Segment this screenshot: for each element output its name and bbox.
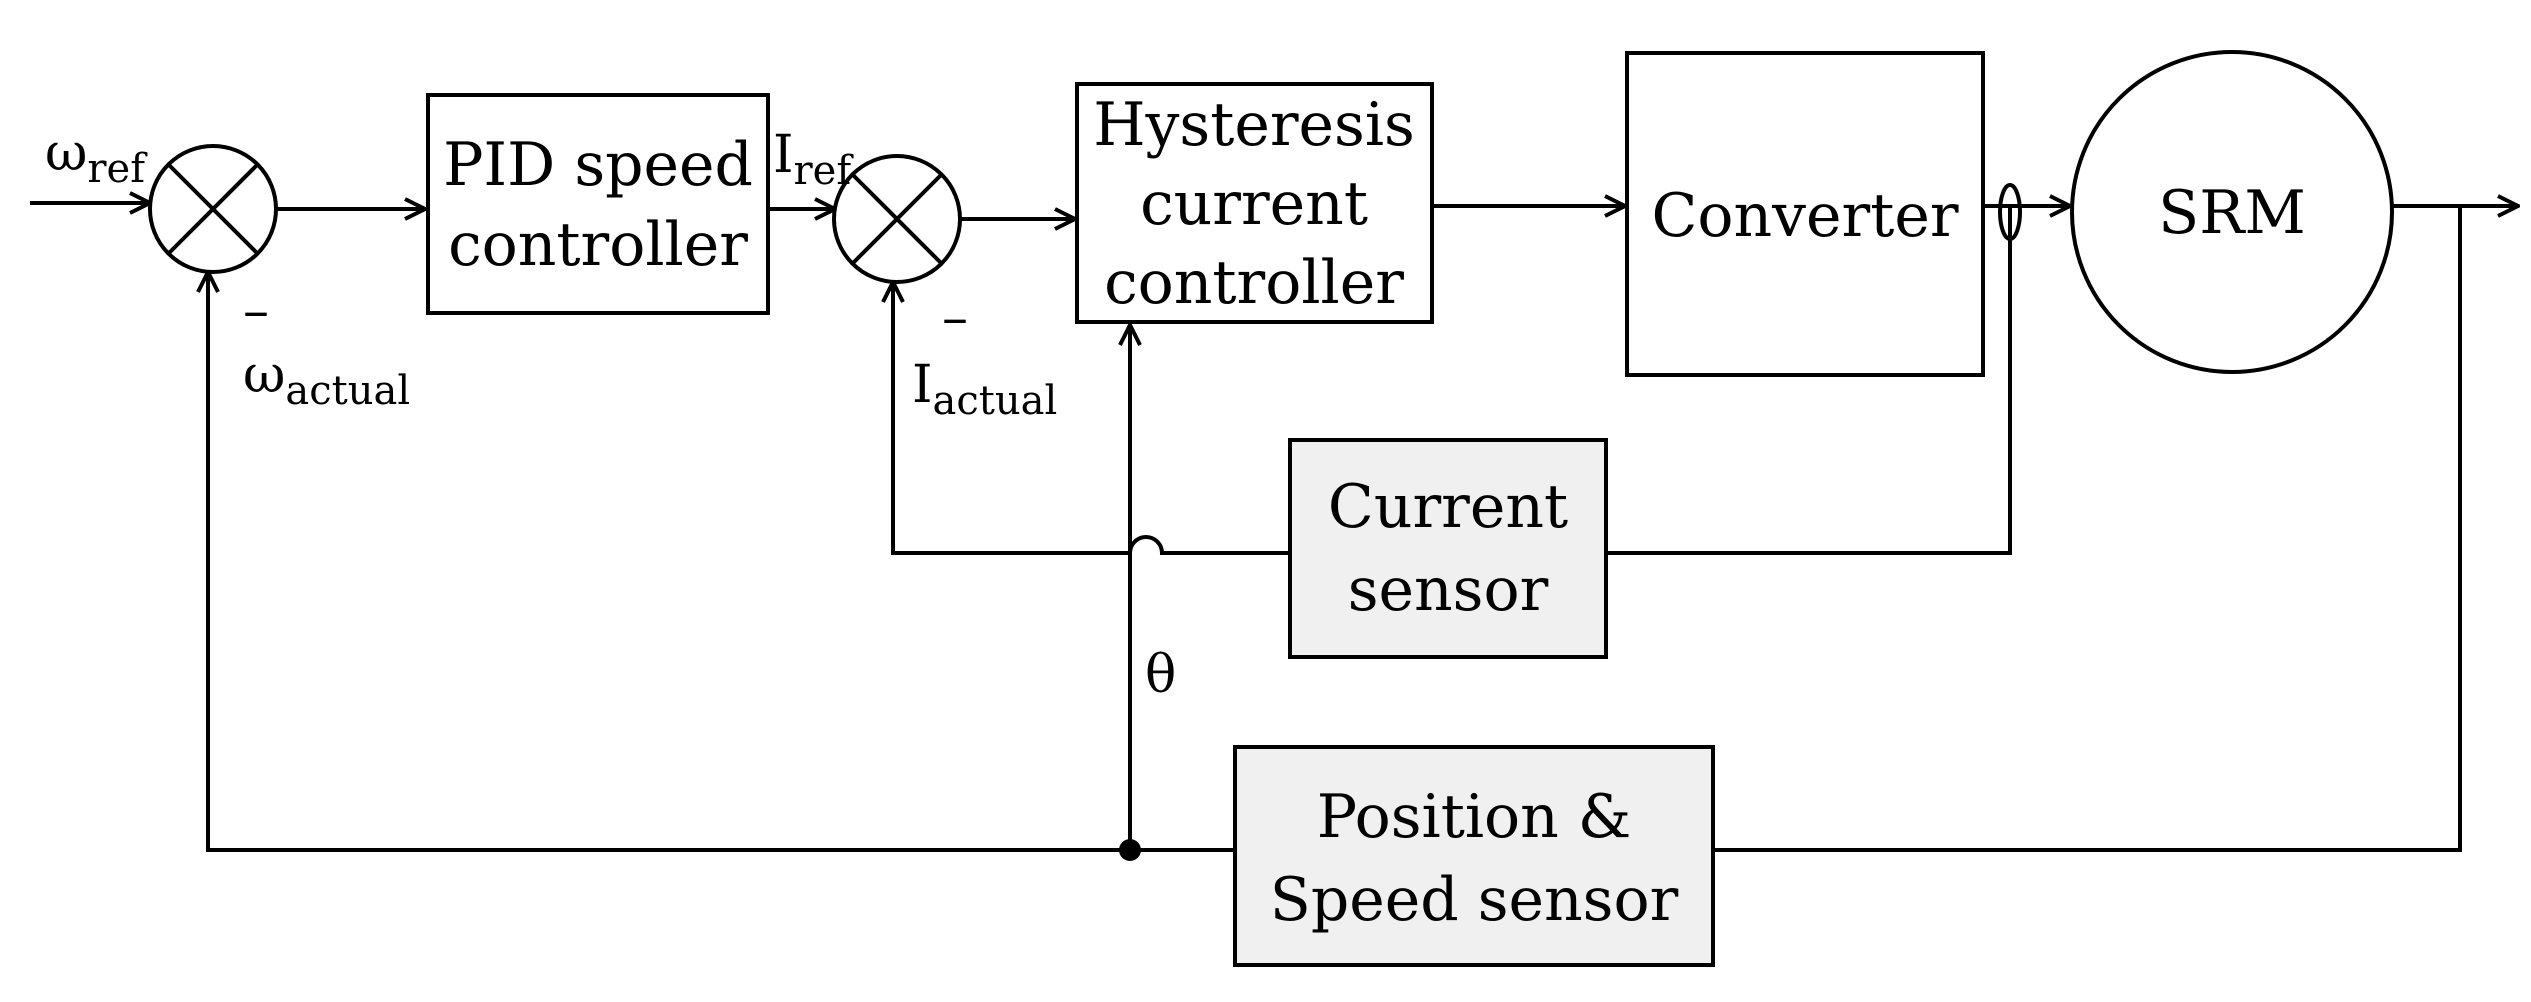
omega-ref-label: ωref [45,123,148,192]
position-speed-sensor-label-line-1: Position & [1317,782,1632,852]
pid-speed-controller-block: PID speed controller [426,93,770,315]
wire-current-pickup [1606,206,2012,555]
junction-dot [1119,839,1141,861]
i-actual-label: Iactual [912,355,1057,424]
position-speed-sensor-label-line-2: Speed sensor [1270,865,1679,935]
wire-speed-feedback-left [208,272,1233,852]
hysteresis-current-controller-block: Hysteresis current controller [1075,82,1434,324]
hysteresis-label-line-1: Hysteresis [1093,90,1415,160]
current-sensor-label-line-2: sensor [1348,555,1549,625]
minus-sign-current: – [942,288,968,348]
position-speed-sensor-block: Position & Speed sensor [1233,745,1715,967]
summing-junction-current [832,154,962,284]
current-sensor-block: Current sensor [1288,438,1608,659]
theta-label: θ [1145,645,1176,705]
pid-label-line-2: controller [448,210,748,280]
summing-junction-speed [148,144,278,274]
current-sensor-label-line-1: Current [1328,472,1568,542]
wires [30,183,2518,861]
srm-motor-block: SRM [2070,50,2394,374]
omega-actual-label: ωactual [243,345,410,414]
current-probe-ring [1998,183,2022,241]
i-ref-label: Iref [773,125,854,194]
hysteresis-label-line-2: current [1140,169,1368,239]
minus-sign-speed: – [243,281,269,341]
converter-block: Converter [1625,51,1985,377]
pid-label-line-1: PID speed [443,130,753,200]
srm-label: SRM [2158,178,2306,248]
hysteresis-label-line-3: controller [1104,248,1404,318]
converter-label: Converter [1651,181,1958,251]
wire-speed-feedback-right [1713,206,2462,852]
